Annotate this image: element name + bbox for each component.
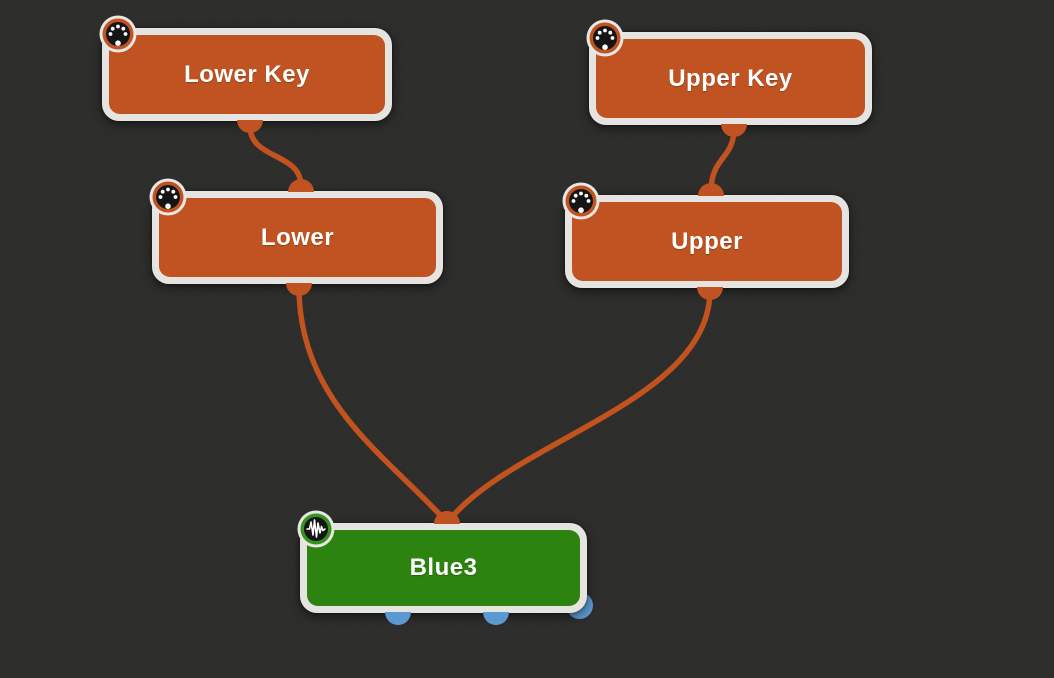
node-label: Blue3	[409, 554, 478, 581]
connection-upper-key-to-upper[interactable]	[708, 125, 737, 195]
node-lower[interactable]: Lower	[149, 178, 443, 296]
node-body: Lower Key	[109, 35, 385, 114]
midi-din-icon	[562, 182, 600, 220]
node-body: Upper	[572, 202, 842, 281]
node-upper-key[interactable]: Upper Key	[586, 19, 872, 137]
node-blue3[interactable]: Blue3	[297, 510, 587, 625]
audio-wave-icon	[297, 510, 335, 548]
connection-lower-to-blue3[interactable]	[296, 284, 446, 521]
node-label: Upper	[671, 227, 743, 255]
node-label: Lower	[260, 223, 335, 251]
node-body: Blue3	[307, 530, 580, 606]
connection-upper-to-blue3[interactable]	[448, 287, 713, 521]
midi-din-icon	[586, 19, 624, 57]
node-body: Lower	[159, 198, 436, 277]
midi-din-icon	[149, 178, 187, 216]
connection-lower-key-to-lower[interactable]	[247, 123, 304, 189]
node-label: Lower Key	[184, 60, 310, 88]
node-label: Upper Key	[668, 64, 793, 92]
node-upper[interactable]: Upper	[562, 182, 849, 300]
midi-din-icon	[99, 15, 137, 53]
node-lower-key[interactable]: Lower Key	[99, 15, 392, 133]
node-body: Upper Key	[596, 39, 865, 118]
